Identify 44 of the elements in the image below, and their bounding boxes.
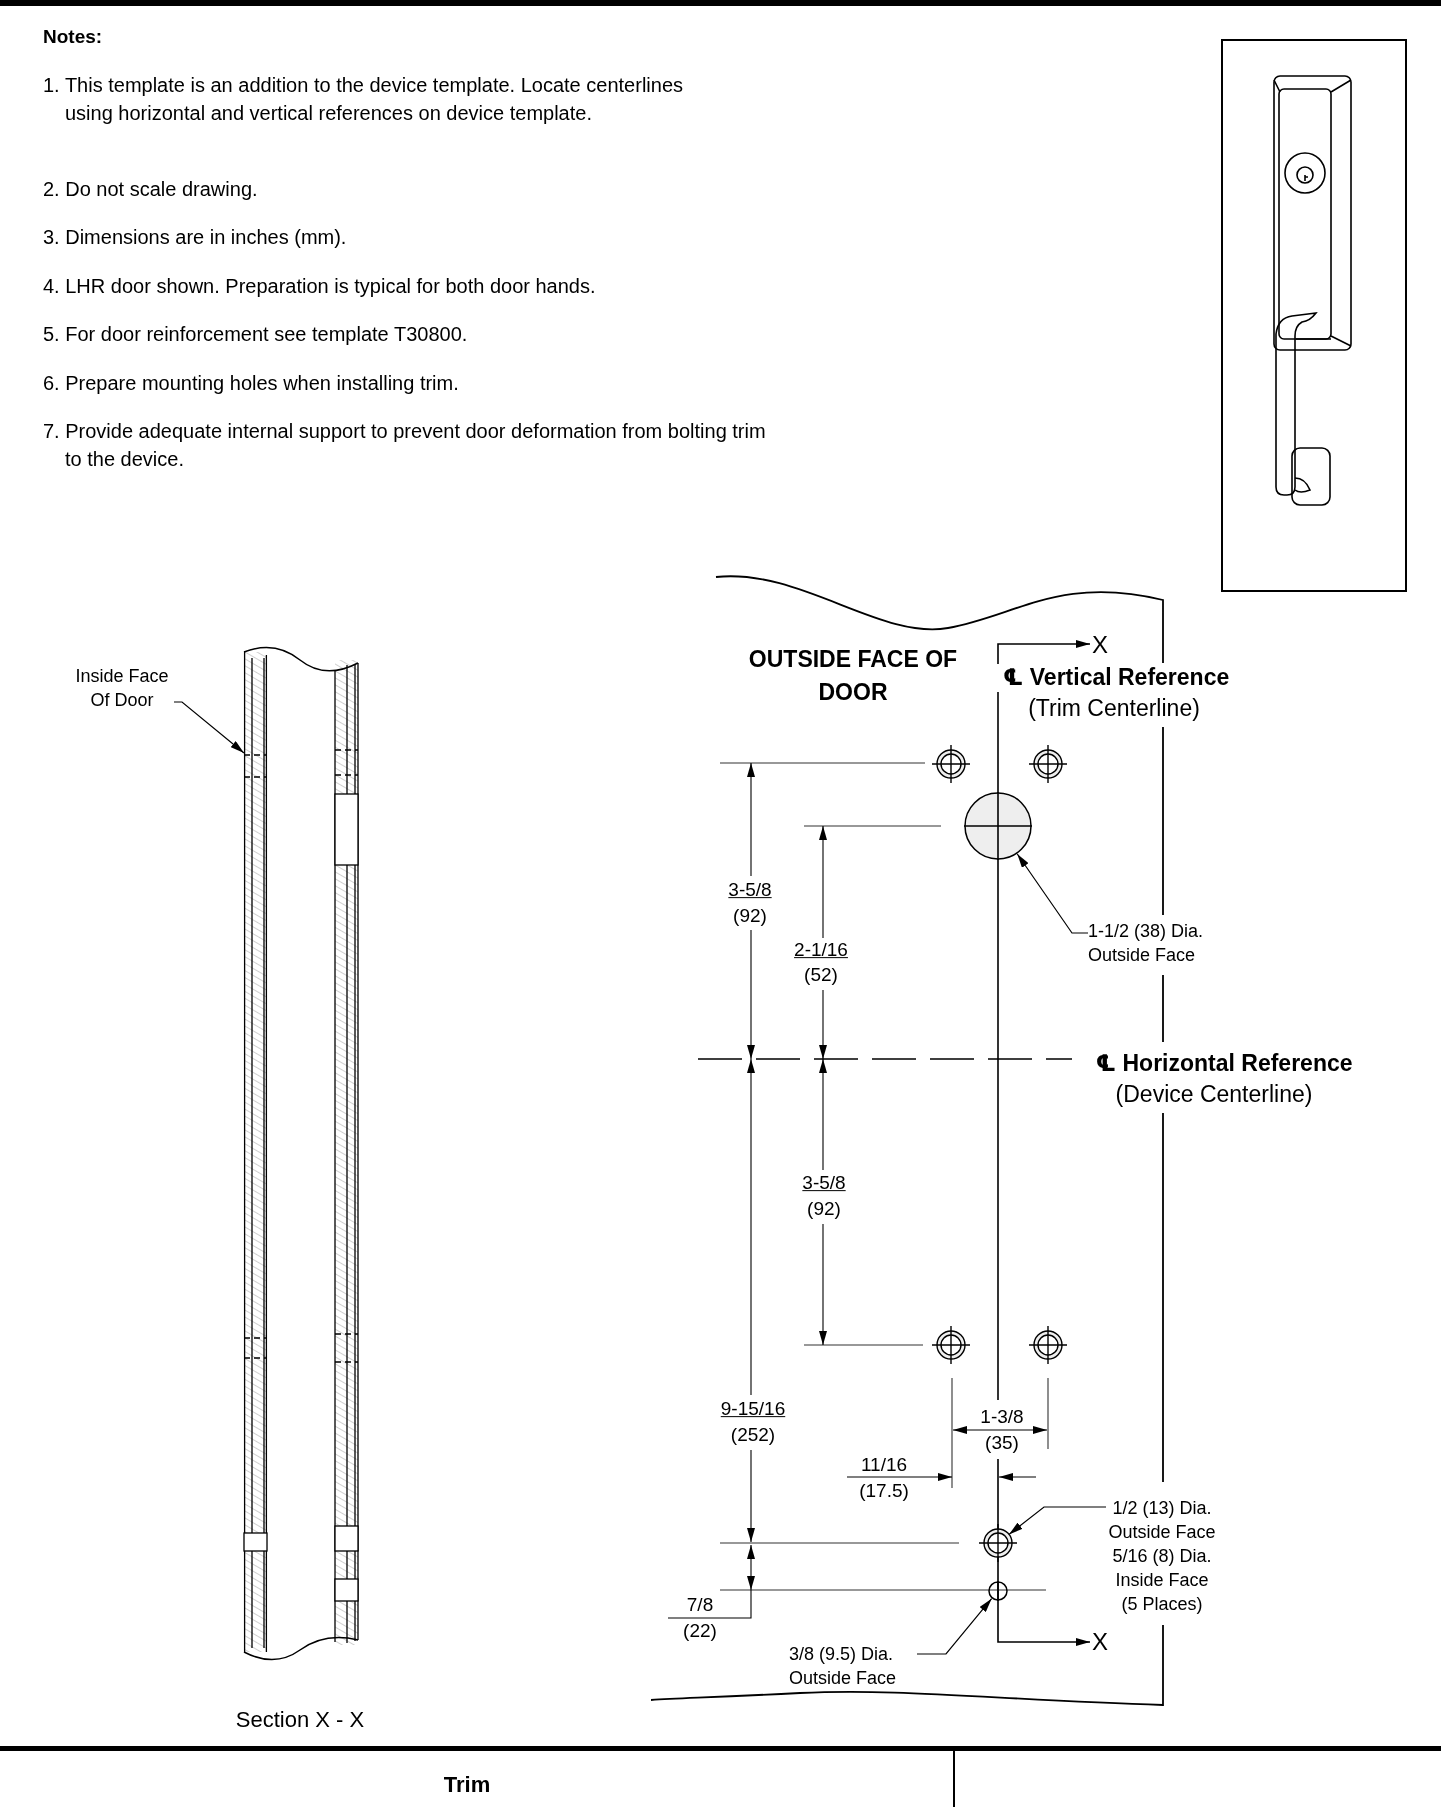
reference-title: ℄ Vertical Reference	[1002, 662, 1230, 692]
section-letter: X	[1092, 630, 1108, 660]
leader-text: 1/2 (13) Dia. Outside Face	[1107, 1497, 1217, 1544]
leader-text: 5/16 (8) Dia. Inside Face (5 Places)	[1111, 1545, 1213, 1616]
drawing-title: Trim	[443, 1771, 491, 1799]
dimension-text: (17.5)	[859, 1479, 909, 1503]
leader-line	[1016, 853, 1089, 934]
dimension-text: 3-5/8	[802, 1171, 846, 1195]
leader-line	[1008, 1506, 1107, 1535]
dimension-text: 1-3/8	[980, 1405, 1024, 1429]
dimension-text: 7/8	[686, 1593, 714, 1617]
dimension-text: 3-5/8	[728, 878, 772, 902]
note-text: 7. Provide adequate internal support to prevent door deformation from bolting trim to the device.	[43, 419, 767, 472]
dimension-text: (35)	[985, 1431, 1019, 1455]
note-text: 1. This template is an addition to the device template. Locate centerlines using horizontal and vertical references on device template.	[43, 73, 683, 126]
dimension-text: (92)	[733, 904, 767, 928]
section-caption: Section X - X	[235, 1706, 365, 1734]
hole-symbol	[988, 1581, 1008, 1601]
reference-subtitle: (Trim Centerline)	[1028, 693, 1200, 723]
dimension-text: (22)	[683, 1619, 717, 1643]
view-title: OUTSIDE FACE OF DOOR	[747, 645, 959, 707]
dimension-text: 2-1/16	[794, 938, 848, 962]
dimension-text: 9-15/16	[720, 1397, 786, 1421]
dimension-text: (52)	[804, 963, 838, 987]
leader-line	[916, 1598, 993, 1655]
dimension-text: 11/16	[860, 1453, 908, 1477]
note-text: 4. LHR door shown. Preparation is typical for both door hands.	[43, 274, 597, 299]
leader-text: 1-1/2 (38) Dia. Outside Face	[1088, 919, 1238, 969]
note-text: 6. Prepare mounting holes when installing trim.	[43, 371, 460, 396]
note-text: 2. Do not scale drawing.	[43, 177, 259, 202]
reference-subtitle: (Device Centerline)	[1115, 1079, 1313, 1109]
hole-symbol	[964, 792, 1032, 860]
dimension-text: (252)	[730, 1423, 776, 1447]
reference-title: ℄ Horizontal Reference	[1095, 1048, 1353, 1078]
note-text: 3. Dimensions are in inches (mm).	[43, 225, 348, 250]
leader-line	[173, 701, 245, 754]
notes-heading: Notes:	[43, 25, 103, 49]
leader-text: Inside Face Of Door	[70, 664, 174, 714]
section-letter: X	[1092, 1627, 1108, 1657]
door-wall-section	[244, 652, 267, 1652]
mounting-hole-symbol	[979, 1524, 1017, 1562]
leader-text: 3/8 (9.5) Dia. Outside Face	[789, 1642, 917, 1690]
note-text: 5. For door reinforcement see template T30800.	[43, 322, 469, 347]
dimension-text: (92)	[807, 1197, 841, 1221]
